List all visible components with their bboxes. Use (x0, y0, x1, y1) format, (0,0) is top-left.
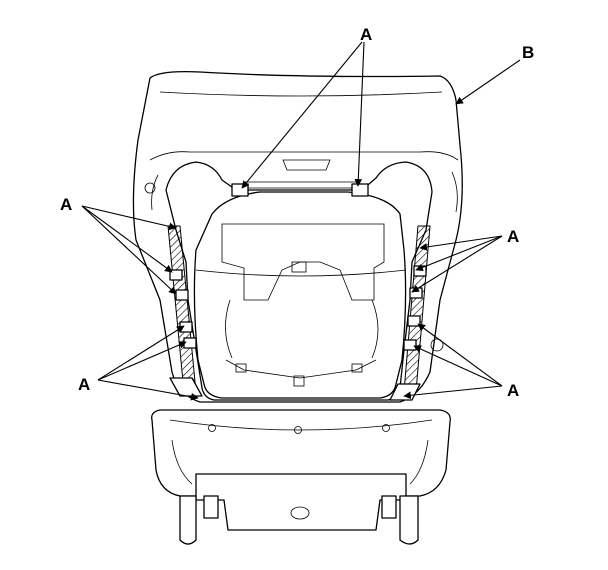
callout-b: B (522, 43, 534, 62)
callout-a-upper-right: A (507, 227, 519, 246)
leader-lines (81, 41, 521, 401)
callout-a-top: A (360, 25, 372, 44)
callout-a-lower-right: A (507, 381, 519, 400)
seat-frame (165, 161, 433, 401)
seat-cushion (151, 409, 451, 545)
callout-a-lower-left: A (78, 375, 90, 394)
left-trim-strip (167, 225, 203, 397)
callout-a-upper-left: A (60, 195, 72, 214)
